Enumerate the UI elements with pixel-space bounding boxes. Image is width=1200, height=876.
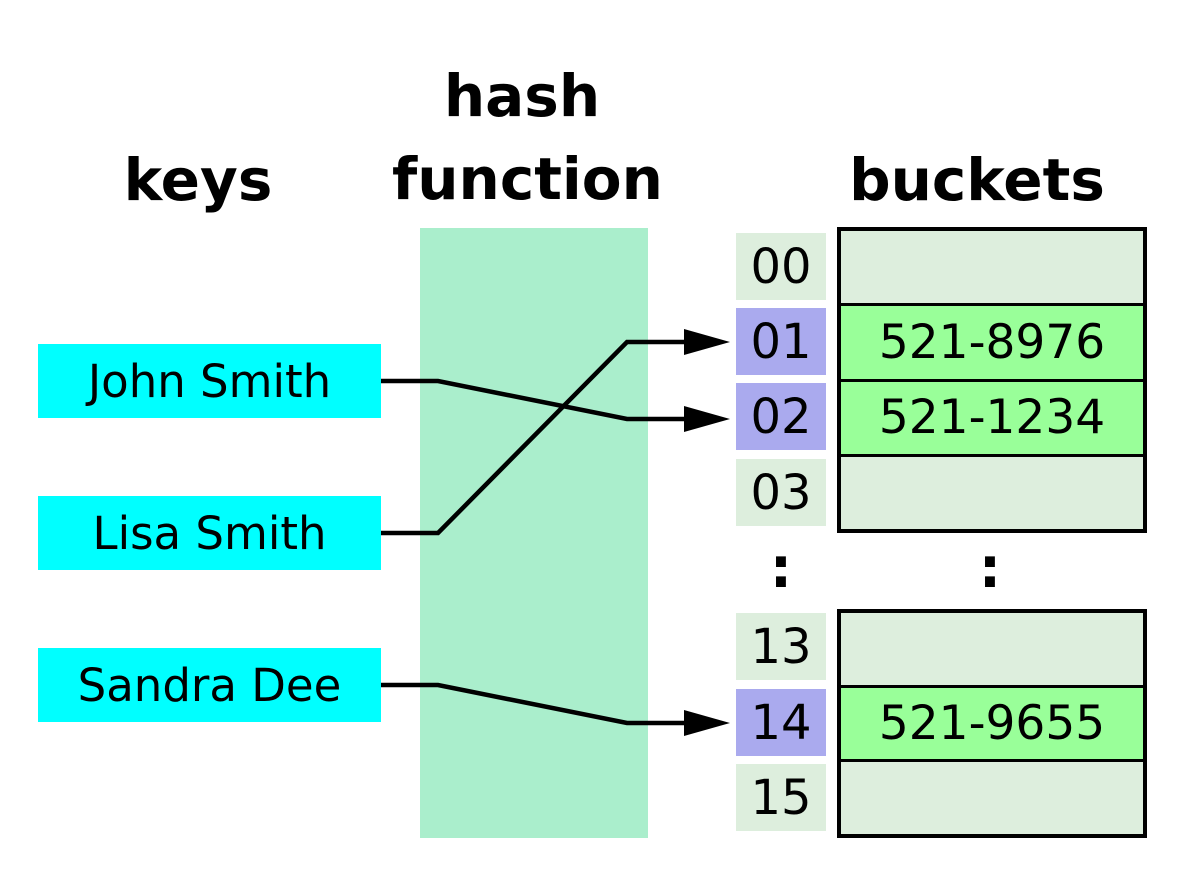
bucket-table-top: 521-8976 521-1234: [837, 227, 1147, 533]
bucket-row-15: [841, 759, 1143, 835]
hash-function-header-line2: function: [392, 145, 663, 213]
index-cell-02: 02: [736, 383, 826, 450]
bucket-row-01: 521-8976: [841, 303, 1143, 379]
hash-function-region: [420, 228, 648, 838]
bucket-row-03: [841, 453, 1143, 529]
key-box-lisa-smith: Lisa Smith: [38, 496, 381, 570]
buckets-header: buckets: [849, 146, 1105, 214]
bucket-table-bottom: 521-9655: [837, 609, 1147, 838]
key-box-sandra-dee: Sandra Dee: [38, 648, 381, 722]
index-cell-13: 13: [736, 613, 826, 680]
arrowhead-icon: [684, 329, 730, 355]
index-cell-14: 14: [736, 689, 826, 756]
index-cell-15: 15: [736, 764, 826, 831]
bucket-row-02: 521-1234: [841, 378, 1143, 454]
keys-header: keys: [123, 146, 273, 214]
key-box-john-smith: John Smith: [38, 344, 381, 418]
hash-function-header-line1: hash: [443, 62, 601, 130]
index-cell-03: 03: [736, 459, 826, 526]
bucket-ellipsis: :: [978, 536, 1002, 601]
index-ellipsis: :: [769, 536, 793, 601]
index-cell-01: 01: [736, 308, 826, 375]
index-cell-00: 00: [736, 233, 826, 300]
arrowhead-icon: [684, 406, 730, 432]
hash-function-header: hash function: [392, 55, 663, 221]
arrowhead-icon: [684, 710, 730, 736]
bucket-row-00: [841, 231, 1143, 304]
bucket-row-13: [841, 613, 1143, 685]
bucket-row-14: 521-9655: [841, 684, 1143, 760]
